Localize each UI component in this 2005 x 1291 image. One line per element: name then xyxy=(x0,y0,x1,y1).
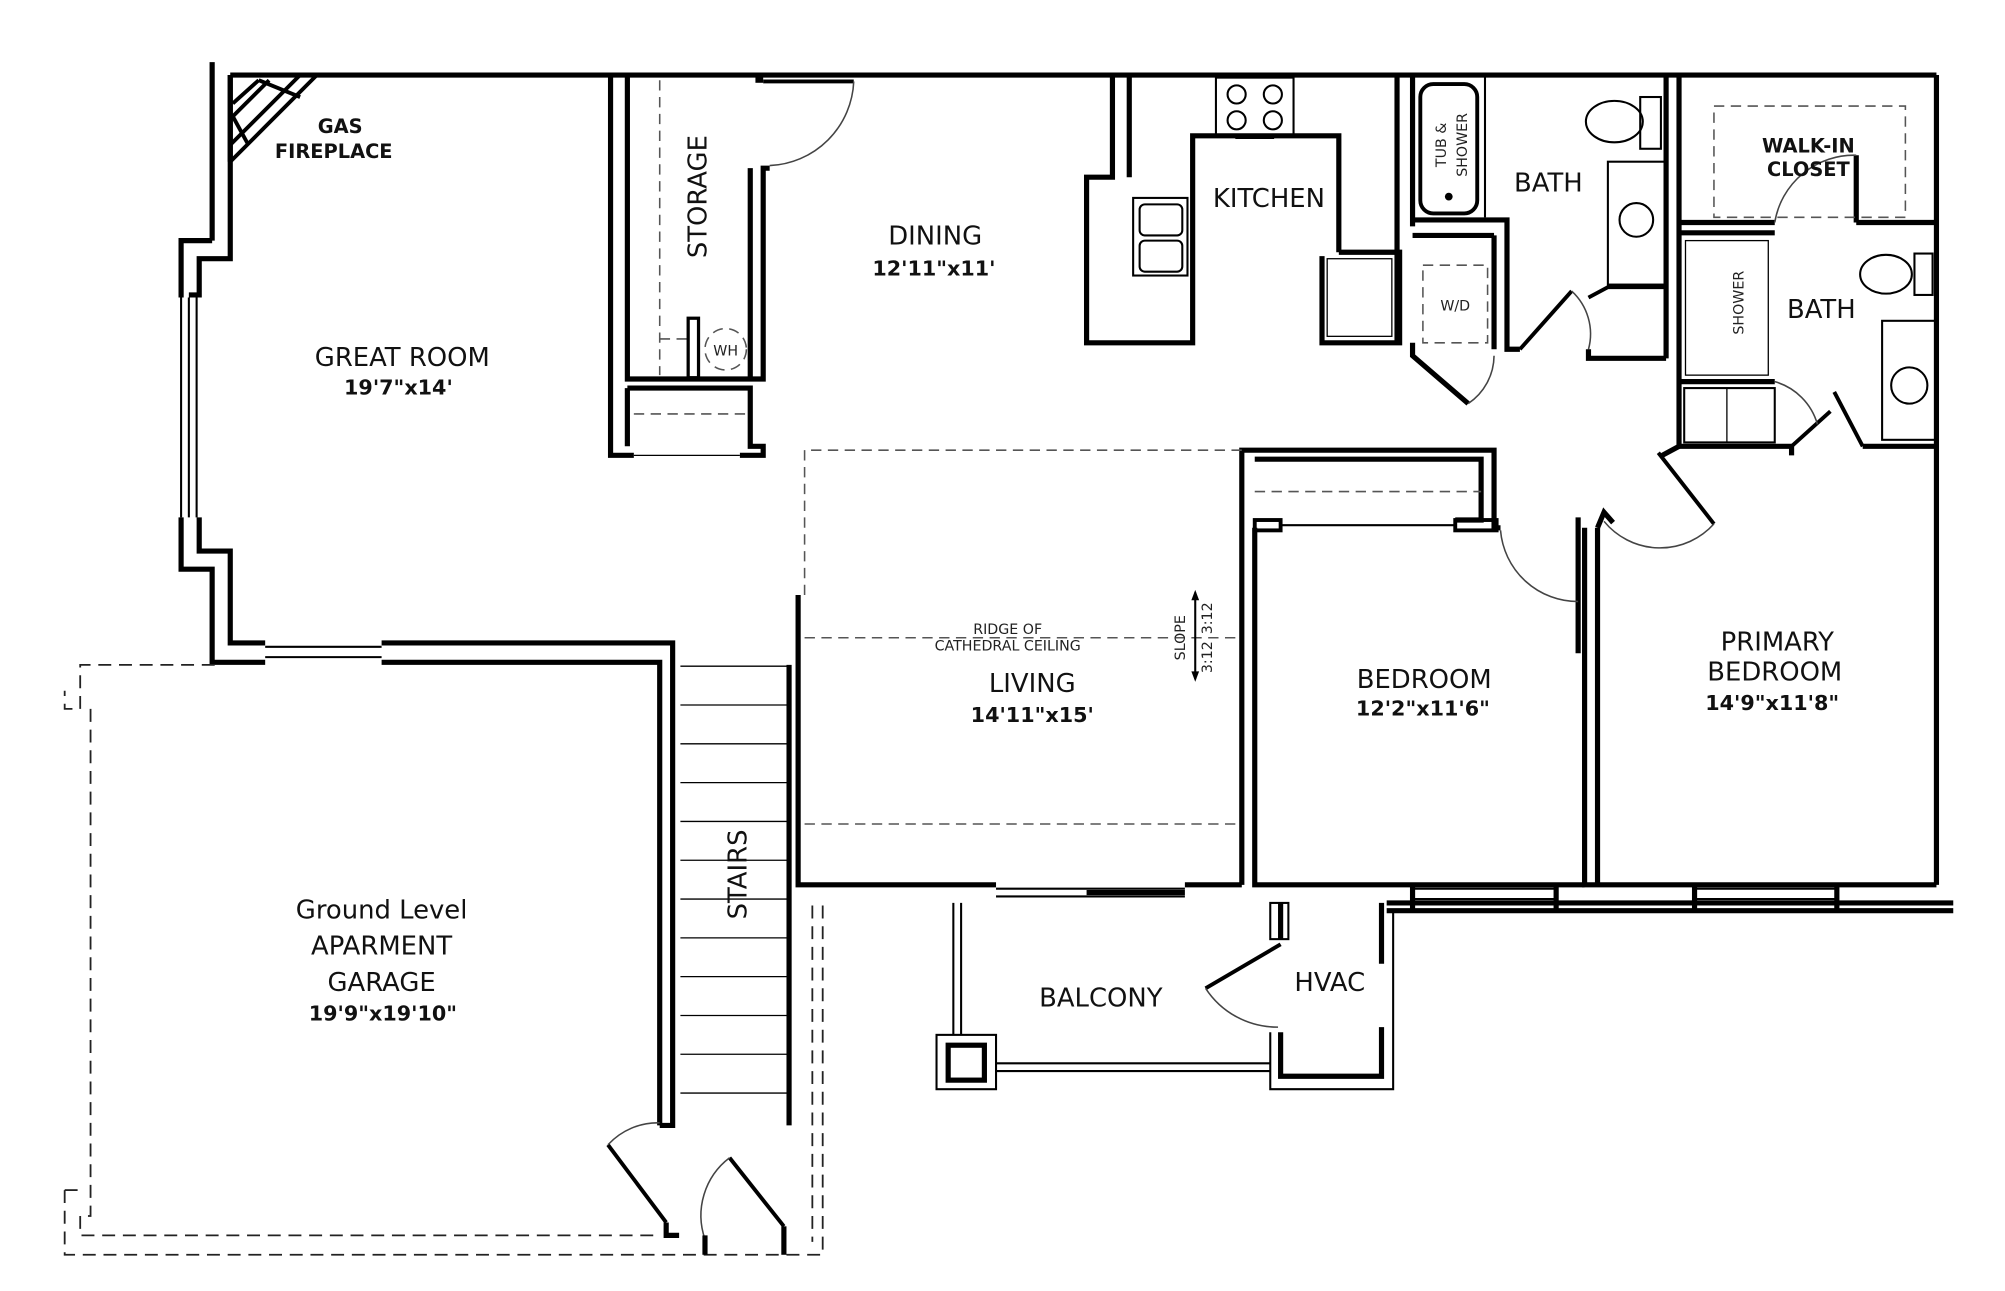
fireplace-label-2: FIREPLACE xyxy=(275,140,393,163)
bath-1-label: BATH xyxy=(1514,168,1583,198)
primary-bedroom-label-2: BEDROOM xyxy=(1707,657,1842,687)
garage-dims: 19'9"x19'10" xyxy=(309,1002,457,1026)
bedroom-label: BEDROOM xyxy=(1357,665,1492,695)
garage-label-1: Ground Level xyxy=(296,895,468,925)
primary-bedroom-dims: 14'9"x11'8" xyxy=(1705,691,1839,715)
great-room-label: GREAT ROOM xyxy=(315,343,490,373)
toilet-icon xyxy=(1584,99,1644,144)
kitchen-label: KITCHEN xyxy=(1213,184,1325,214)
fireplace-label-1: GAS xyxy=(318,115,363,138)
kitchen-counters xyxy=(1083,75,1416,346)
slope-value-1: 3:12 xyxy=(1200,602,1216,634)
dining-label: DINING xyxy=(888,221,982,251)
shower-icon xyxy=(1684,239,1769,376)
kitchen-sink-icon xyxy=(1132,196,1189,277)
living-label: LIVING xyxy=(989,669,1076,699)
washer-dryer-label: W/D xyxy=(1440,298,1470,314)
balcony-walls xyxy=(935,901,1395,1091)
water-heater-label: WH xyxy=(713,344,738,360)
shower-label: SHOWER xyxy=(1732,271,1748,335)
garage-label-2: APARMENT xyxy=(311,932,452,962)
balcony-label: BALCONY xyxy=(1039,983,1163,1013)
bedroom-dims: 12'2"x11'6" xyxy=(1356,696,1490,720)
stairs-icon xyxy=(680,665,790,1094)
sink-icon xyxy=(1618,202,1655,238)
ridge-label-1: RIDGE OF xyxy=(973,622,1042,638)
slope-label: SLOPE xyxy=(1173,615,1189,660)
tub-label-1: TUB & xyxy=(1434,123,1450,168)
living-dims: 14'11"x15' xyxy=(971,703,1094,727)
gas-fireplace-icon xyxy=(227,73,319,164)
tub-shower-icon xyxy=(1418,82,1480,216)
door-swing xyxy=(769,81,855,167)
bath-2-label: BATH xyxy=(1787,295,1856,325)
toilet-icon-2 xyxy=(1859,253,1913,295)
exterior-walls xyxy=(178,62,1954,1129)
stove-icon xyxy=(1214,76,1295,136)
stairs-label: STAIRS xyxy=(723,830,753,920)
garage-outline xyxy=(63,663,824,1256)
garage-label-3: GARAGE xyxy=(327,968,435,998)
column-icon xyxy=(935,1033,998,1091)
washer-dryer-icon xyxy=(1422,264,1489,344)
bedroom-walls xyxy=(1239,447,1579,885)
living-ceiling-lines xyxy=(786,449,1242,1126)
great-room-dims: 19'7"x14' xyxy=(344,376,453,400)
closet-label-1: WALK-IN xyxy=(1762,135,1855,158)
sink-icon-2 xyxy=(1890,366,1929,405)
bath-1-fixtures: TUB & SHOWER W/D xyxy=(1409,75,1682,447)
primary-bedroom-label-1: PRIMARY xyxy=(1721,628,1835,658)
storage-walls: WH STORAGE xyxy=(607,75,770,458)
tub-label-2: SHOWER xyxy=(1455,113,1471,177)
bath-2-fixtures: SHOWER xyxy=(1679,105,1938,456)
storage-label: STORAGE xyxy=(683,135,713,258)
closet-label-2: CLOSET xyxy=(1767,158,1851,181)
hvac-label: HVAC xyxy=(1294,968,1365,998)
slope-value-2: 3:12 xyxy=(1200,641,1216,673)
dining-dims: 12'11"x11' xyxy=(872,257,995,281)
ridge-label-2: CATHEDRAL CEILING xyxy=(935,639,1081,655)
water-heater-icon xyxy=(704,327,748,371)
